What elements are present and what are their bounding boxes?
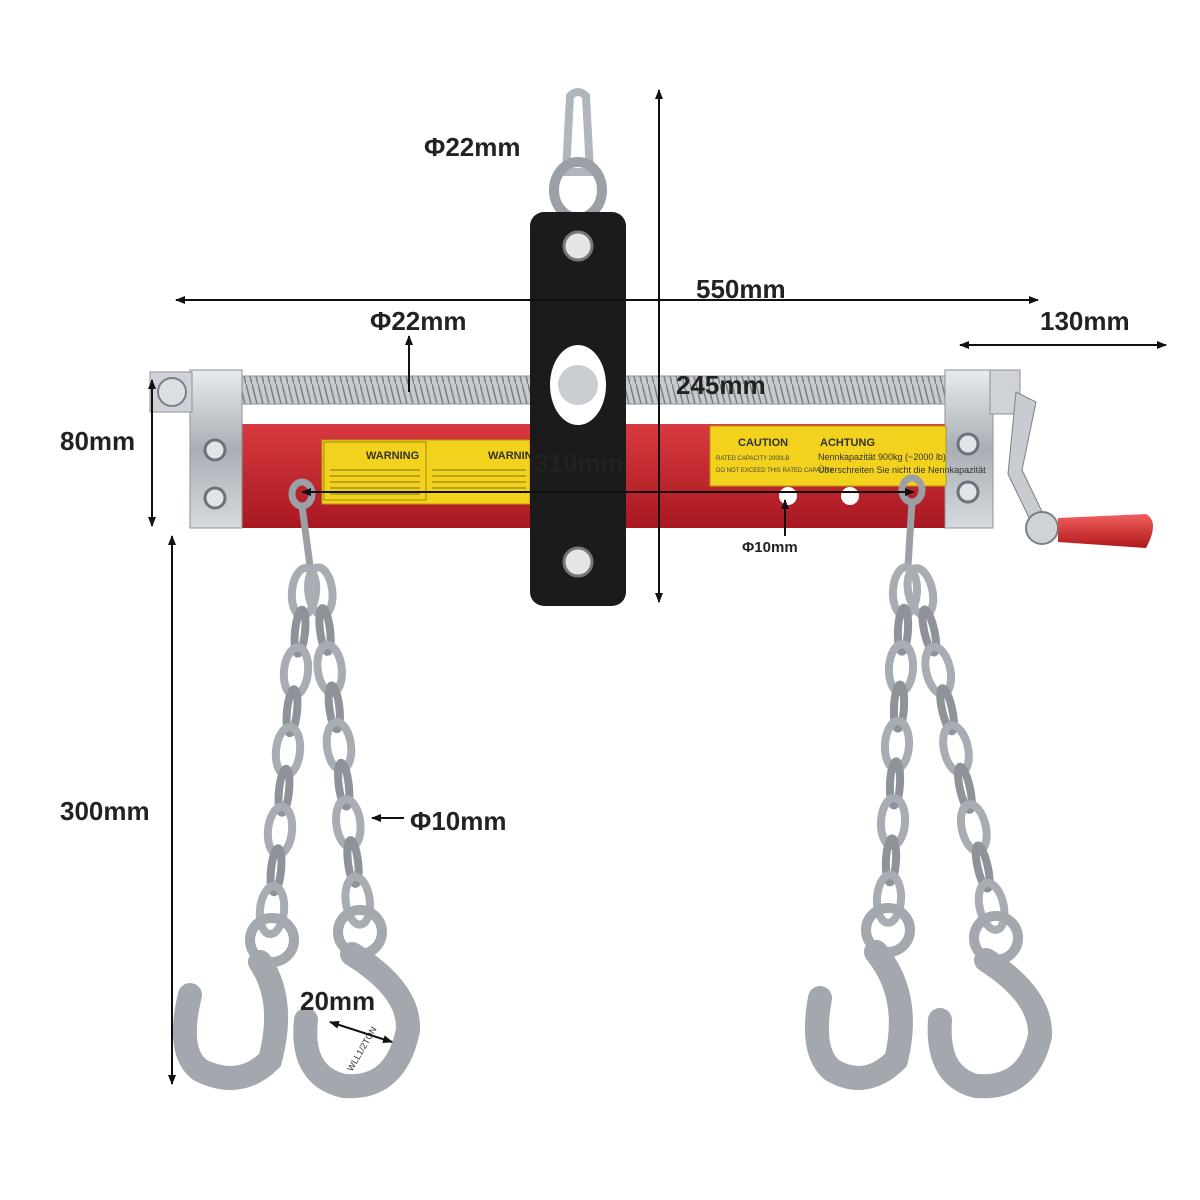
chain-link xyxy=(274,764,294,817)
dim-hook-spacing: 310mm xyxy=(534,448,624,478)
chain-link xyxy=(974,878,1009,934)
achtung-title: ACHTUNG xyxy=(820,437,875,449)
chains xyxy=(255,563,1009,939)
caution-title: CAUTION xyxy=(738,437,788,449)
warning-title: WARNING xyxy=(366,450,419,462)
chain-link xyxy=(885,757,905,810)
caution-label: CAUTION ACHTUNG RATED CAPACITY 2000LB DO… xyxy=(709,425,986,487)
chain-link xyxy=(343,836,363,888)
dim-top-pin-diameter: Φ22mm xyxy=(424,132,521,162)
black-load-plate xyxy=(530,212,626,606)
chain-link xyxy=(255,882,289,939)
warning-label: WARNING WARNING xyxy=(321,439,541,505)
left-end-bracket xyxy=(149,369,243,529)
chain-link xyxy=(282,685,302,738)
dim-overall-length: 550mm xyxy=(696,274,786,304)
hook-right-2 xyxy=(927,911,1053,1099)
dim-hook-opening: 20mm xyxy=(300,986,375,1016)
rated-capacity: RATED CAPACITY 2000LB xyxy=(716,456,789,462)
chain-link xyxy=(936,684,958,736)
hook-left-1 xyxy=(172,913,299,1090)
dim-hole-diameter: Φ10mm xyxy=(742,539,798,556)
crank-handle xyxy=(1007,391,1153,548)
right-end-bracket xyxy=(944,369,1021,529)
dim-bar-height: 80mm xyxy=(60,426,135,456)
chain-link xyxy=(324,681,344,734)
chain-link xyxy=(971,841,994,893)
chain-link xyxy=(881,834,901,887)
beam-hole xyxy=(841,487,859,505)
chain-link xyxy=(266,844,286,897)
beam-hole xyxy=(779,487,797,505)
chain-link xyxy=(334,758,354,811)
dim-travel: 245mm xyxy=(676,370,766,400)
top-shackle xyxy=(549,88,607,223)
chain-link xyxy=(918,605,941,657)
chain-link xyxy=(893,603,913,656)
chain-link xyxy=(315,604,335,656)
dim-chain-length: 300mm xyxy=(60,796,150,826)
chain-link xyxy=(341,872,374,929)
chain-link xyxy=(954,762,976,814)
ueber-capacity: Überschreiten Sie nicht die Nennkapazitä… xyxy=(818,465,986,475)
chain-link xyxy=(872,870,906,927)
dim-rod-diameter: Φ22mm xyxy=(370,306,467,336)
dim-chain-diameter: Φ10mm xyxy=(410,806,507,836)
crank-grip xyxy=(1058,514,1153,548)
chain-link xyxy=(290,605,310,658)
dimension-lines xyxy=(148,89,1167,1085)
chain-link xyxy=(889,680,909,733)
warning-title-2: WARNING xyxy=(488,450,541,462)
not-exceed: DO NOT EXCEED THIS RATED CAPACITY xyxy=(716,468,834,474)
nenn-capacity: Nennkapazität 900kg (~2000 lb) xyxy=(818,452,946,462)
dim-handle-length: 130mm xyxy=(1040,306,1130,336)
hook-right-1 xyxy=(804,903,915,1090)
